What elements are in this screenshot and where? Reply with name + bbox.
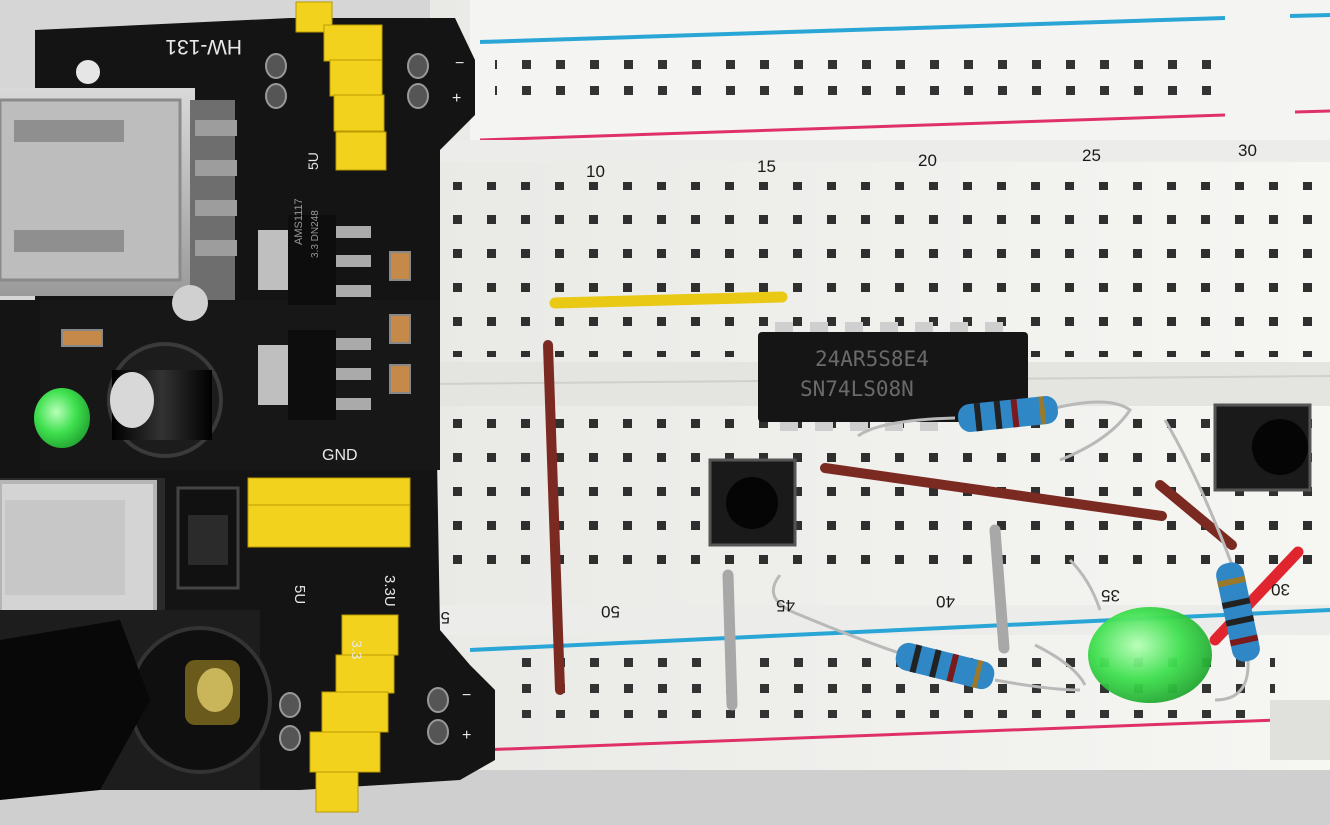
column-number: 25 <box>1082 146 1101 165</box>
power-switch[interactable] <box>176 486 240 590</box>
smd-capacitors <box>61 251 411 394</box>
column-number: 45 <box>776 596 795 615</box>
column-number: 20 <box>918 151 937 170</box>
push-button-left[interactable] <box>708 458 797 547</box>
column-number: 5 <box>441 608 450 627</box>
gnd-label: GND <box>322 447 358 464</box>
voltage-regulator-bottom <box>258 330 371 420</box>
resistor-leads <box>771 400 1250 702</box>
minus-sign-bottom: − <box>462 687 471 704</box>
board-label: HW-131 <box>165 35 242 58</box>
3v3-bottom-label: 3.3 <box>349 640 365 660</box>
usb-port[interactable] <box>0 88 237 321</box>
jumper-header-top[interactable] <box>295 1 387 171</box>
plus-sign-top: + <box>452 90 461 107</box>
power-led <box>34 388 90 448</box>
column-number: 10 <box>586 162 605 181</box>
column-number: 40 <box>936 592 955 611</box>
and-gate-ic: 24AR5S8E4 SN74LS08N <box>758 322 1028 431</box>
resistor-top <box>957 396 1059 432</box>
push-button-right[interactable] <box>1213 403 1312 492</box>
jumper-header-middle[interactable] <box>247 477 411 548</box>
ic-marking-line2: SN74LS08N <box>800 377 914 401</box>
regulator-label: AMS1117 <box>293 198 305 245</box>
5v-top-label: 5U <box>305 152 321 170</box>
jumper-header-bottom[interactable] <box>309 614 399 813</box>
usb-cable-plug[interactable] <box>0 478 165 618</box>
grey-jumper-wires <box>722 524 1010 711</box>
electrolytic-capacitor <box>107 342 223 458</box>
green-led <box>1088 607 1212 703</box>
regulator-sub-label: 3.3 DN248 <box>310 210 321 258</box>
yellow-jumper-wire <box>549 291 788 309</box>
resistor-vertical <box>1216 562 1260 662</box>
dc-barrel-jack[interactable] <box>0 610 272 800</box>
column-numbers-bottom: 5 50 45 40 35 30 <box>441 580 1290 627</box>
column-number: 15 <box>757 157 776 176</box>
3v3-label: 3.3U <box>381 575 398 607</box>
column-number: 30 <box>1238 141 1257 160</box>
plus-sign-bottom: + <box>462 727 471 744</box>
resistor-bottom-left <box>895 642 995 690</box>
header-pads <box>265 53 449 751</box>
column-number: 35 <box>1101 586 1120 605</box>
minus-sign-top: − <box>455 55 464 72</box>
ic-marking-line1: 24AR5S8E4 <box>815 347 929 371</box>
5v-label: 5U <box>291 585 308 604</box>
column-number: 50 <box>601 602 620 621</box>
voltage-regulator-top <box>258 215 371 305</box>
column-number: 30 <box>1271 580 1290 599</box>
column-numbers-top: 10 15 20 25 30 <box>586 141 1257 181</box>
